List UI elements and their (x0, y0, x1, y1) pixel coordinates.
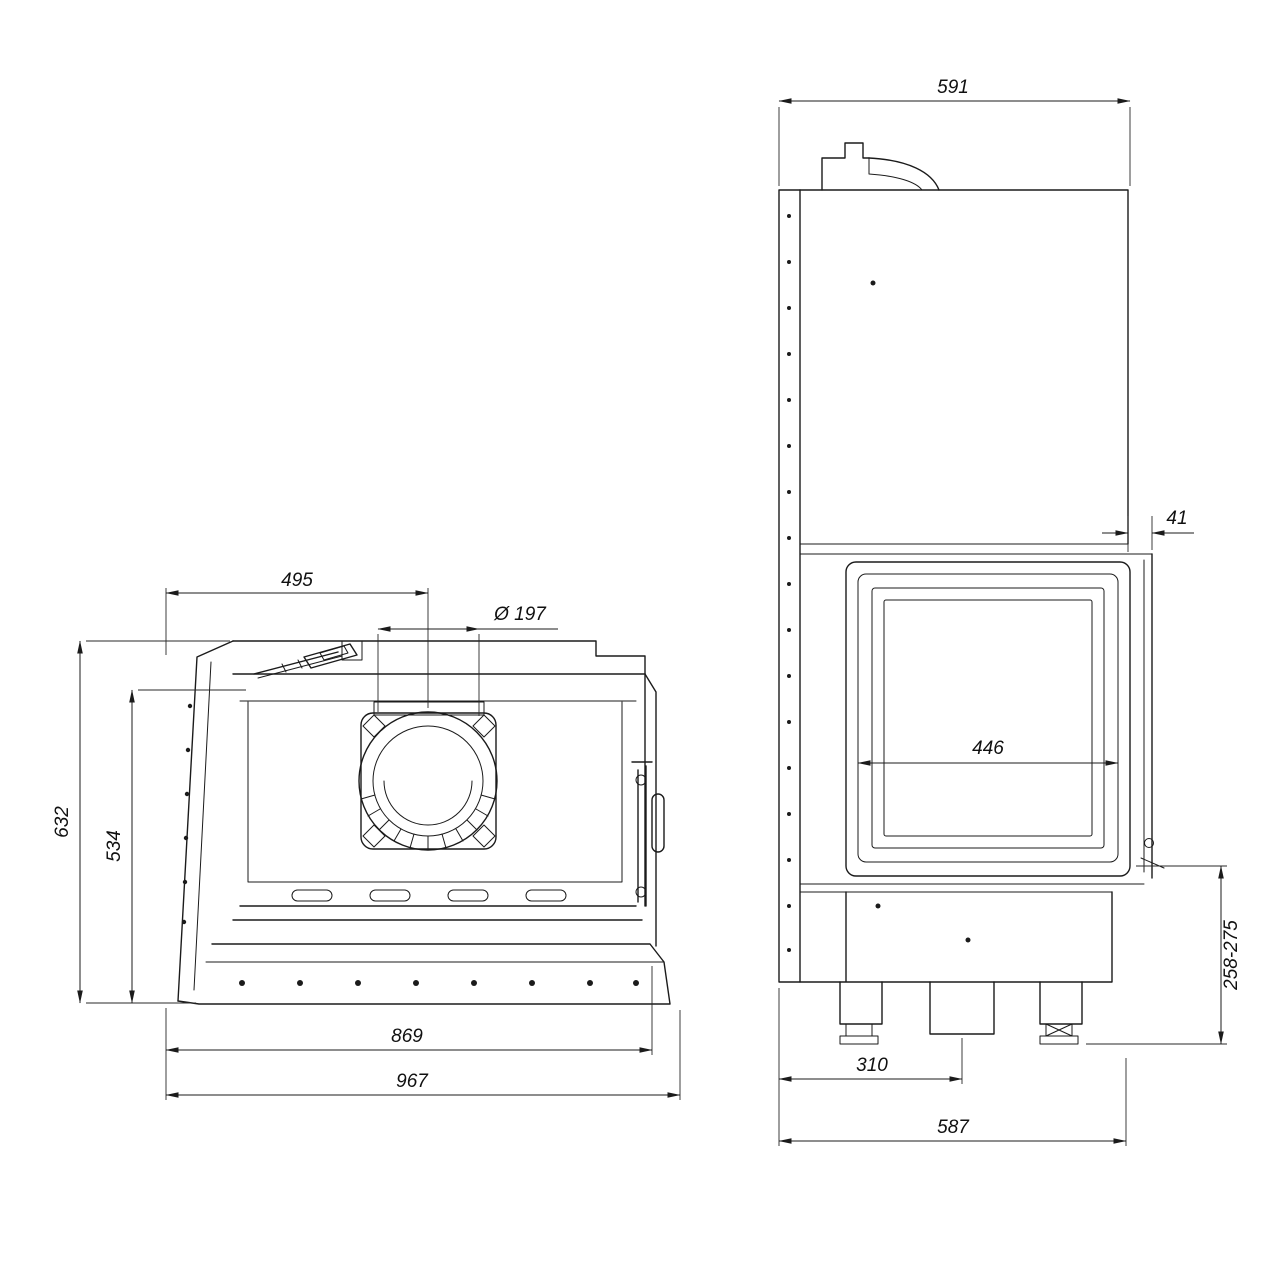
front-dimensions: 495 Ø 197 632 534 869 967 (52, 570, 681, 1100)
side-door (845, 553, 1165, 879)
dim-front-height-overall: 632 (52, 806, 73, 838)
side-left-foot (839, 1023, 879, 1045)
dim-front-width-inner: 869 (391, 1026, 423, 1047)
dim-side-door-offset: 41 (1166, 508, 1187, 529)
dim-front-height-inner: 534 (104, 830, 125, 862)
front-left-side-panel (177, 640, 234, 1002)
dim-side-outlet-distance: 310 (856, 1055, 888, 1076)
front-floor (232, 889, 643, 921)
side-back-panel-screws (787, 214, 791, 952)
side-right-foot (1039, 1023, 1079, 1045)
front-plinth (177, 943, 671, 1005)
front-view: 495 Ø 197 632 534 869 967 (52, 570, 681, 1100)
dim-side-depth-base: 587 (937, 1117, 970, 1138)
dim-front-width-overall: 967 (396, 1071, 429, 1092)
side-flue-outlet (821, 142, 940, 191)
dim-side-depth-overall: 591 (937, 77, 969, 98)
side-base (799, 883, 1145, 1045)
front-top-assembly (232, 640, 646, 702)
front-body-outline (247, 673, 657, 947)
side-dimensions: 591 41 446 258-275 310 587 (778, 77, 1242, 1146)
dim-side-plinth-height: 258-275 (1221, 920, 1242, 991)
front-flue-collar (358, 701, 498, 851)
side-back-panel (778, 189, 801, 983)
dim-front-flue-diameter: Ø 197 (493, 604, 547, 625)
front-door-latch (631, 761, 665, 907)
dim-front-width-top: 495 (281, 570, 313, 591)
side-upper-body (799, 189, 1153, 555)
side-view: 591 41 446 258-275 310 587 (778, 77, 1242, 1146)
dim-side-glass-width: 446 (972, 738, 1004, 759)
